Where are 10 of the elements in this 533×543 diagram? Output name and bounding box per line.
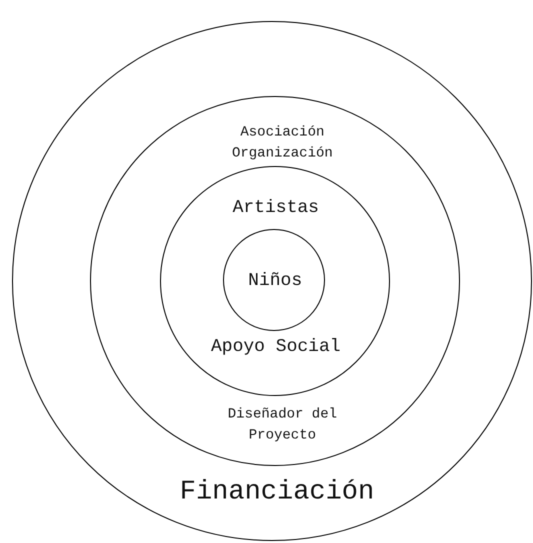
outer-circle bbox=[12, 21, 532, 541]
circle bbox=[90, 96, 460, 466]
inner-circle bbox=[223, 229, 326, 332]
circle-label: Niños bbox=[247, 270, 304, 294]
circle-label: Financiación bbox=[178, 476, 376, 510]
circle-label: Apoyo Social bbox=[210, 336, 342, 359]
circle-label: Artistas bbox=[232, 196, 320, 220]
circle bbox=[160, 166, 390, 396]
circle-label: Diseñador del Proyecto bbox=[226, 406, 338, 446]
circle-label: Asociación Organización bbox=[230, 124, 334, 164]
